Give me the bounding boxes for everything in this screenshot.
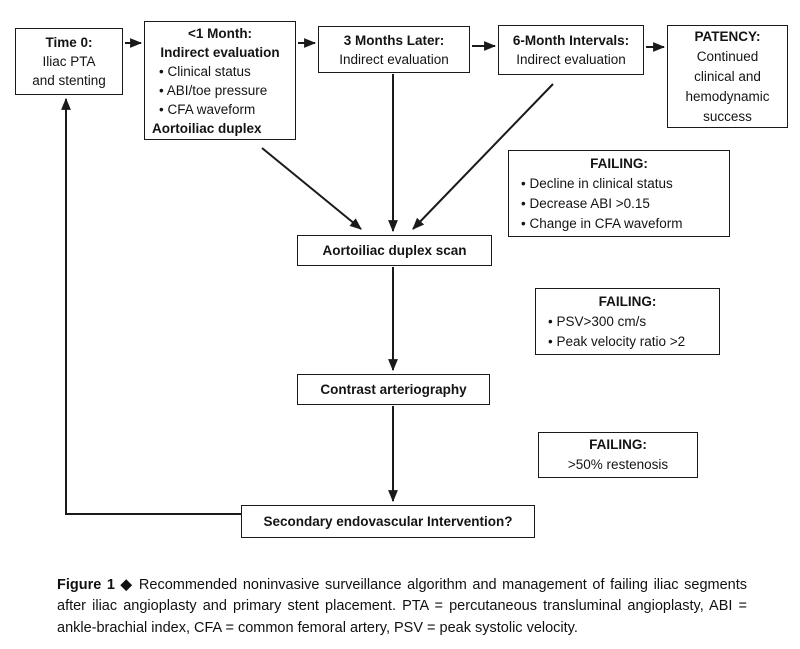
node-subtitle: Indirect evaluation — [339, 51, 449, 67]
node-title: 6-Month Intervals: — [512, 33, 630, 48]
node-title: FAILING: — [589, 437, 647, 452]
text-line: and stenting — [32, 73, 106, 88]
caption-figure-label: Figure 1 — [57, 576, 115, 593]
figure-caption: Figure 1 ◆ Recommended noninvasive surve… — [57, 575, 747, 640]
node-failing-duplex-criteria: FAILING: • Decline in clinical status• D… — [508, 150, 730, 237]
node-subtitle: Indirect evaluation — [516, 52, 626, 67]
node-duplex-scan: Aortoiliac duplex scan — [297, 235, 492, 266]
text-line: Continued — [696, 48, 759, 64]
node-lines: Continued clinical and hemodynamic success — [668, 47, 787, 127]
node-title: <1 Month: — [187, 25, 253, 41]
node-month1: <1 Month: Indirect evaluation • Clinical… — [144, 21, 296, 140]
node-secondary-intervention: Secondary endovascular Intervention? — [241, 505, 535, 538]
text-line: Iliac PTA — [42, 54, 96, 69]
bullet-item: • Clinical status — [159, 63, 251, 79]
node-title: 3 Months Later: — [343, 32, 445, 48]
bullet-item: • ABI/toe pressure — [159, 82, 268, 98]
node-bullets: • Clinical status • ABI/toe pressure • CFA… — [145, 62, 295, 119]
node-title: Time 0: — [45, 35, 93, 50]
node-title: FAILING: — [598, 293, 657, 309]
bullet-item: • Decline in clinical status — [521, 175, 673, 191]
bullet-item: • PSV>300 cm/s — [548, 313, 647, 329]
node-title: PATENCY: — [694, 28, 761, 44]
caption-text: Recommended noninvasive surveillance alg… — [57, 576, 748, 636]
node-lines: Iliac PTA and stenting — [16, 52, 122, 90]
node-failing-velocity-criteria: FAILING: • PSV>300 cm/s • Peak velocity r… — [535, 288, 720, 355]
node-title: Aortoiliac duplex scan — [322, 243, 467, 258]
node-months6: 6-Month Intervals: Indirect evaluation — [498, 25, 644, 75]
node-contrast-arteriography: Contrast arteriography — [297, 374, 490, 405]
node-line: >50% restenosis — [567, 457, 669, 472]
node-failing-restenosis-criteria: FAILING: >50% restenosis — [538, 432, 698, 478]
text-line: success — [703, 108, 752, 124]
node-months3: 3 Months Later: Indirect evaluation — [318, 26, 470, 73]
node-title: Secondary endovascular Intervention? — [263, 514, 513, 529]
caption-diamond-symbol: ◆ — [120, 576, 134, 593]
arrow-month1-to-duplex — [261, 147, 362, 230]
node-title: Contrast arteriography — [320, 382, 467, 397]
node-subtitle: Indirect evaluation — [160, 44, 280, 60]
bullet-item: • Decrease ABI >0.15 — [521, 195, 650, 211]
bullet-item: • CFA waveform — [159, 101, 256, 117]
node-title: FAILING: — [590, 155, 648, 171]
node-bullets: • Decline in clinical status • Decrease A… — [509, 174, 729, 234]
node-footer: Aortoiliac duplex — [152, 120, 262, 136]
node-bullets: • PSV>300 cm/s • Peak velocity ratio >2 — [536, 312, 719, 352]
node-time0: Time 0: Iliac PTA and stenting — [15, 28, 123, 95]
text-line: clinical and — [694, 68, 761, 84]
node-patency: PATENCY: Continued clinical and hemodynami… — [667, 25, 788, 128]
text-line: hemodynamic — [685, 88, 770, 104]
bullet-item: • Peak velocity ratio >2 — [548, 333, 686, 349]
bullet-item: • Change in CFA waveform — [521, 215, 683, 231]
arrow-secondary-to-time0-feedback — [61, 97, 241, 515]
